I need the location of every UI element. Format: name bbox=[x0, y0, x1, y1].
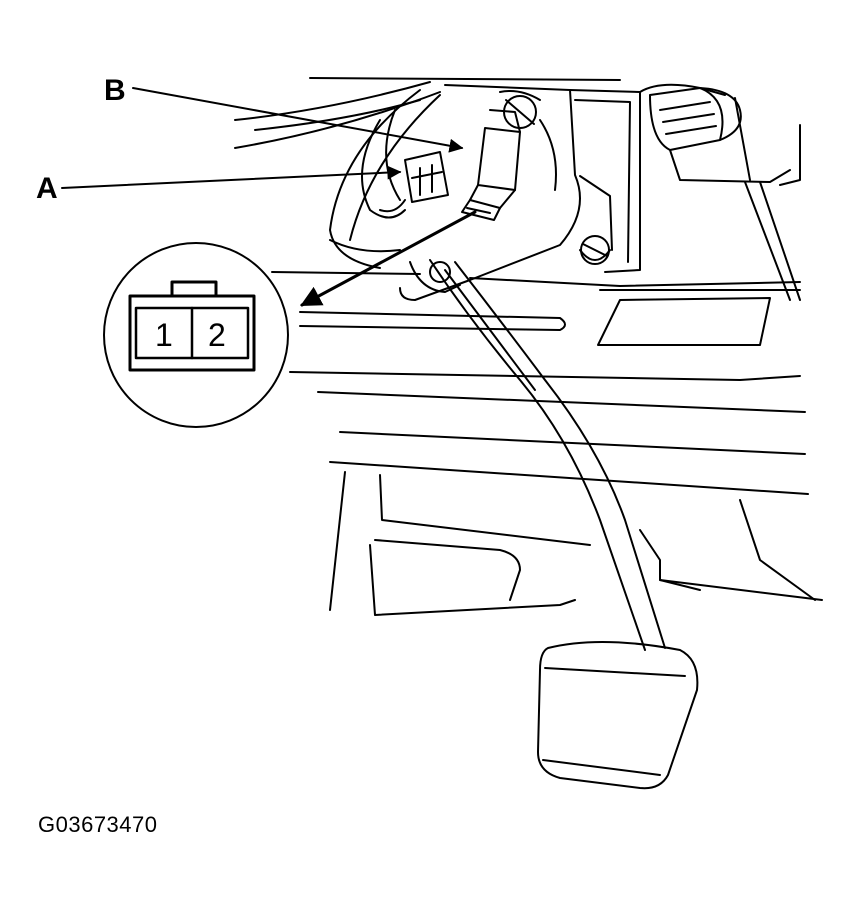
wire-harness bbox=[234, 81, 441, 269]
pedal-arm bbox=[409, 259, 666, 651]
inset-pointer-line bbox=[300, 210, 477, 307]
callout-b-label: B bbox=[104, 74, 126, 107]
leader-line-a bbox=[61, 165, 402, 189]
master-cylinder bbox=[639, 83, 791, 183]
pedal-pad bbox=[537, 641, 699, 790]
callout-a-label: A bbox=[36, 172, 58, 205]
connector-inset bbox=[103, 242, 289, 428]
connector-pin-1: 1 bbox=[155, 317, 173, 353]
clutch-pedal-switch-b bbox=[461, 109, 521, 221]
connector-pin-2: 2 bbox=[208, 317, 226, 353]
leader-line-b bbox=[132, 87, 464, 153]
pedal-bracket bbox=[399, 84, 641, 301]
floor-structure bbox=[329, 471, 823, 616]
figure-id: G03673470 bbox=[38, 812, 158, 837]
mounting-nuts bbox=[503, 95, 611, 265]
dashboard-structure bbox=[271, 77, 809, 495]
clutch-pedal-switch-a-connector bbox=[379, 151, 449, 213]
